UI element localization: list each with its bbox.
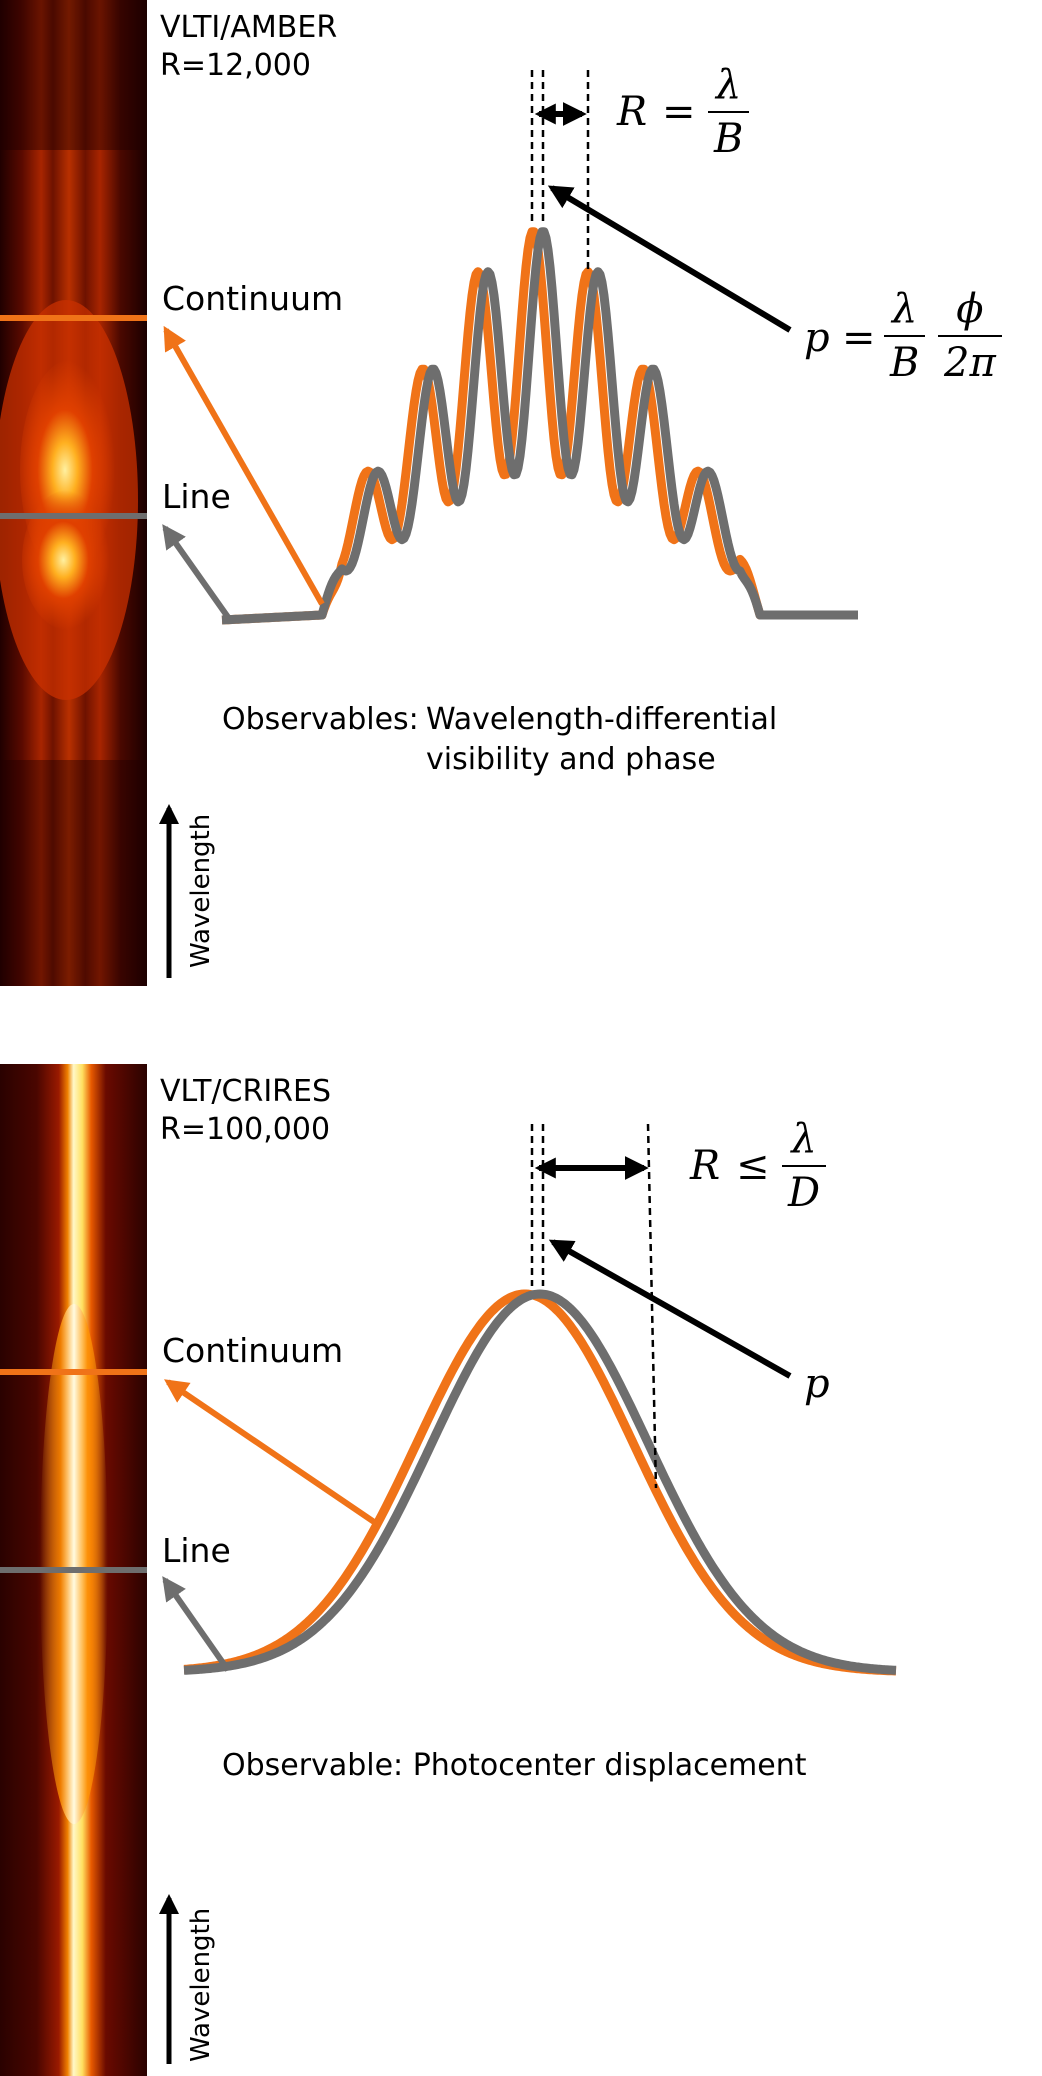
instrument-name: VLTI/AMBER <box>160 10 338 45</box>
wavelength-axis-label: Wavelength <box>186 1907 216 2062</box>
resolution-value: R=100,000 <box>160 1112 331 1147</box>
instrument-name: VLT/CRIRES <box>160 1074 332 1109</box>
line-arrow <box>162 524 233 622</box>
line-fringe-curve <box>219 227 861 625</box>
eq-denominator: B <box>890 340 920 386</box>
eq-r-symbol: R <box>617 89 648 135</box>
eq-fraction-lambda-b: λ B <box>884 286 926 386</box>
wavelength-axis-label: Wavelength <box>186 813 216 968</box>
dashed-guide <box>646 1123 658 1489</box>
eq-r-symbol: R <box>690 1143 721 1189</box>
eq-fraction: λ D <box>782 1116 827 1216</box>
observables-label: Observables: <box>222 702 419 737</box>
observables-text-2: visibility and phase <box>426 742 716 777</box>
line-label: Line <box>162 477 231 516</box>
eq-numerator: λ <box>708 62 750 113</box>
observables-text: Observable: Photocenter displacement <box>222 1748 807 1783</box>
photocenter-arrow <box>547 185 792 333</box>
eq-numerator: λ <box>884 286 926 337</box>
eq-denominator: B <box>714 116 744 162</box>
line-profile-curve <box>181 1289 899 1675</box>
continuum-label: Continuum <box>162 279 344 318</box>
eq-operator: = <box>662 89 696 135</box>
eq-p-symbol: p <box>804 315 830 361</box>
amber-detector-image <box>0 0 147 986</box>
amber-figure <box>0 0 861 986</box>
eq-denominator: 2π <box>944 340 996 386</box>
amber-panel: VLTI/AMBER R=12,000 Continuum Line Obser… <box>0 0 1042 1000</box>
eq-numerator: ϕ <box>938 286 1002 337</box>
eq-operator: ≤ <box>736 1143 770 1189</box>
crires-panel: VLT/CRIRES R=100,000 Continuum Line Obse… <box>0 1064 1042 2076</box>
eq-denominator: D <box>788 1170 821 1216</box>
observables-text-1: Wavelength-differential <box>426 702 778 737</box>
eq-operator: = <box>842 315 876 361</box>
continuum-arrow <box>163 325 325 606</box>
line-arrow <box>162 1576 231 1672</box>
eq-fraction: λ B <box>708 62 750 162</box>
resolution-value: R=12,000 <box>160 48 311 83</box>
eq-numerator: λ <box>782 1116 827 1167</box>
crires-figure <box>0 1064 899 2076</box>
eq-fraction-phi-2pi: ϕ 2π <box>938 286 1002 386</box>
eq-p-symbol: p <box>804 1361 830 1407</box>
continuum-arrow <box>164 1379 382 1529</box>
continuum-label: Continuum <box>162 1331 344 1370</box>
line-label: Line <box>162 1531 231 1570</box>
photocenter-arrow <box>548 1239 792 1379</box>
